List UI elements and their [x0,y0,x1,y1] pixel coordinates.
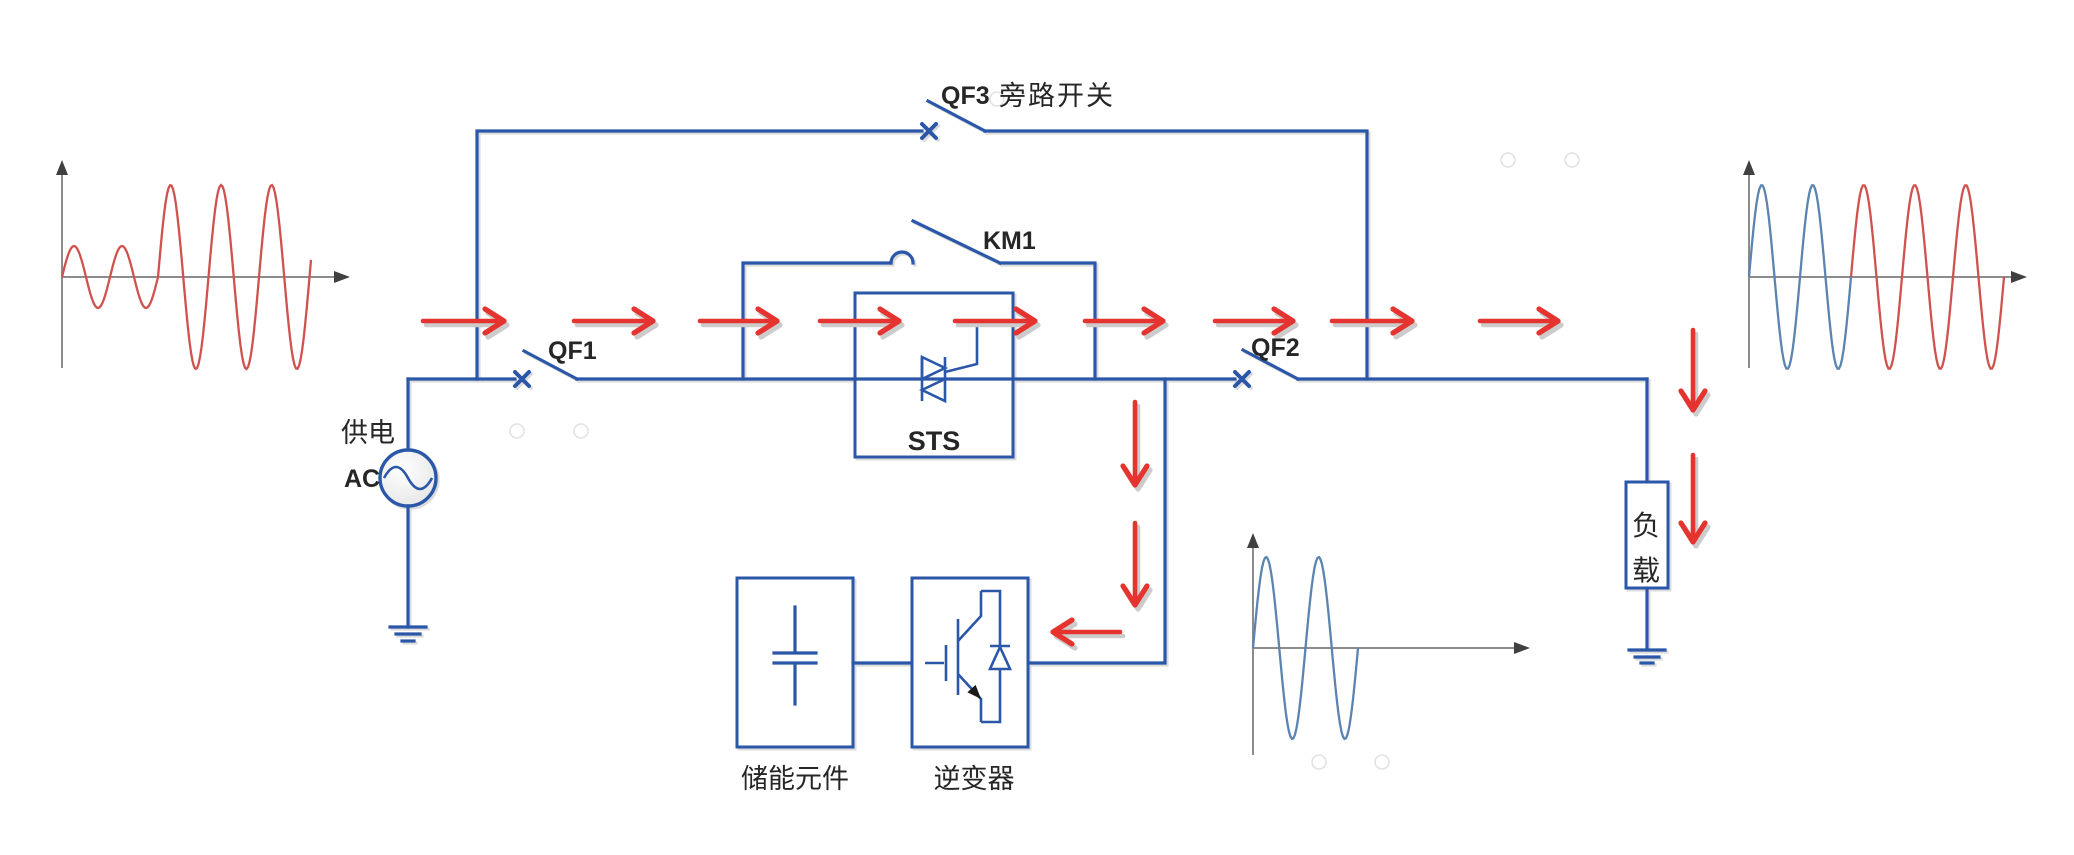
thyristor-pair-icon [918,321,979,404]
flow-arrowhead-icon [631,306,656,336]
qf1-contact-x-icon [513,370,531,388]
inverter-label: 逆变器 [934,764,1015,795]
sine-wave-segment [156,183,313,371]
igbt-icon [925,589,1013,724]
energy-storage-block [735,576,855,749]
flow-arrowhead-icon [1390,306,1415,336]
load-ground-icon [1627,648,1667,665]
power-flow-arrows [420,306,1708,647]
flow-arrow-down [1120,399,1150,488]
flow-arrow-right [420,306,507,336]
load-label-top-char: 负 [1632,509,1660,542]
flow-arrowhead-icon [1141,306,1166,336]
load-branch [1624,377,1670,665]
flow-arrow-right [1477,306,1561,336]
axis-right-arrowhead-icon [334,271,350,283]
input-voltage-waveform [56,160,350,371]
inverter-output-wire [1026,377,1167,665]
thyristor-gate-wire [944,321,979,374]
capacitor-icon [772,605,818,706]
flow-arrow-right [571,306,656,336]
watermark-dots [509,91,1580,770]
km1-switch-blade [910,218,1003,266]
flow-arrow-right [1082,306,1166,336]
flow-arrowhead-icon [1678,388,1708,413]
inverter-block [910,576,1030,749]
axis-right-arrowhead-icon [2011,271,2027,283]
flow-arrowhead-icon [755,306,780,336]
flow-arrowhead-icon [1013,306,1038,336]
sine-wave-segment [1747,184,1853,370]
qf3-switch-blade [925,98,988,134]
circuit-wiring [378,98,1670,749]
ac-sine-icon [382,465,434,491]
emitter-arrow-icon [967,684,981,699]
qf2-breaker [1233,347,1301,388]
flow-arrowhead-icon [1678,520,1708,545]
km1-contact-arc [889,250,915,265]
flow-arrow-right [697,306,780,336]
inverter-output-waveform [1247,533,1530,755]
flow-arrowhead-icon [877,306,902,336]
ac-source [378,377,438,643]
qf1-breaker [513,348,580,388]
flow-arrow-right [1212,306,1296,336]
sine-wave-segment [60,244,160,310]
bypass-branch-wire [475,98,1369,381]
flow-arrowhead-icon [1120,463,1150,488]
sine-wave-segment [1251,555,1360,741]
output-voltage-waveform [1743,160,2027,370]
km1-label: KM1 [983,227,1036,255]
qf2-switch-blade [1240,347,1301,382]
flow-arrowhead-icon [1120,583,1150,608]
labels-layer: QF3 旁路开关 KM1 QF1 QF2 STS 供电 AC 储能元件 逆变器 … [341,81,1660,795]
flow-arrowhead-icon [1536,306,1561,336]
bypass-switch-name-label: 旁路开关 [999,81,1115,112]
waveform-plots [56,160,2027,755]
flow-arrow-down [1120,520,1150,608]
qf3-contact-x-icon [920,122,938,140]
flow-arrow-down [1678,452,1708,545]
flow-arrowhead-icon [482,306,507,336]
qf1-switch-blade [521,348,580,382]
flow-arrow-down [1678,327,1708,413]
source-type-label: AC [344,465,380,493]
flow-arrowhead-icon [1271,306,1296,336]
qf2-label: QF2 [1251,334,1300,362]
flow-arrow-right [952,306,1038,336]
flow-arrow-left [1050,617,1123,647]
qf2-contact-x-icon [1233,370,1251,388]
load-label-bottom-char: 载 [1632,554,1660,587]
qf1-label: QF1 [548,337,597,365]
sts-label: STS [908,426,961,456]
source-name-label: 供电 [341,418,395,449]
axis-right-arrowhead-icon [1514,642,1530,654]
energy-storage-label: 储能元件 [741,764,849,795]
qf3-label: QF3 [941,82,990,110]
load-box [1624,480,1670,590]
contactor-branch-wire [741,218,1097,381]
axis-up-arrowhead-icon [56,160,68,175]
axis-up-arrowhead-icon [1743,160,1755,175]
axis-up-arrowhead-icon [1247,533,1259,548]
flow-arrow-right [817,306,902,336]
flow-arrow-right [1329,306,1415,336]
flow-arrowhead-icon [1050,617,1075,647]
source-ground-icon [388,625,428,643]
sine-wave-segment [1849,184,2006,370]
